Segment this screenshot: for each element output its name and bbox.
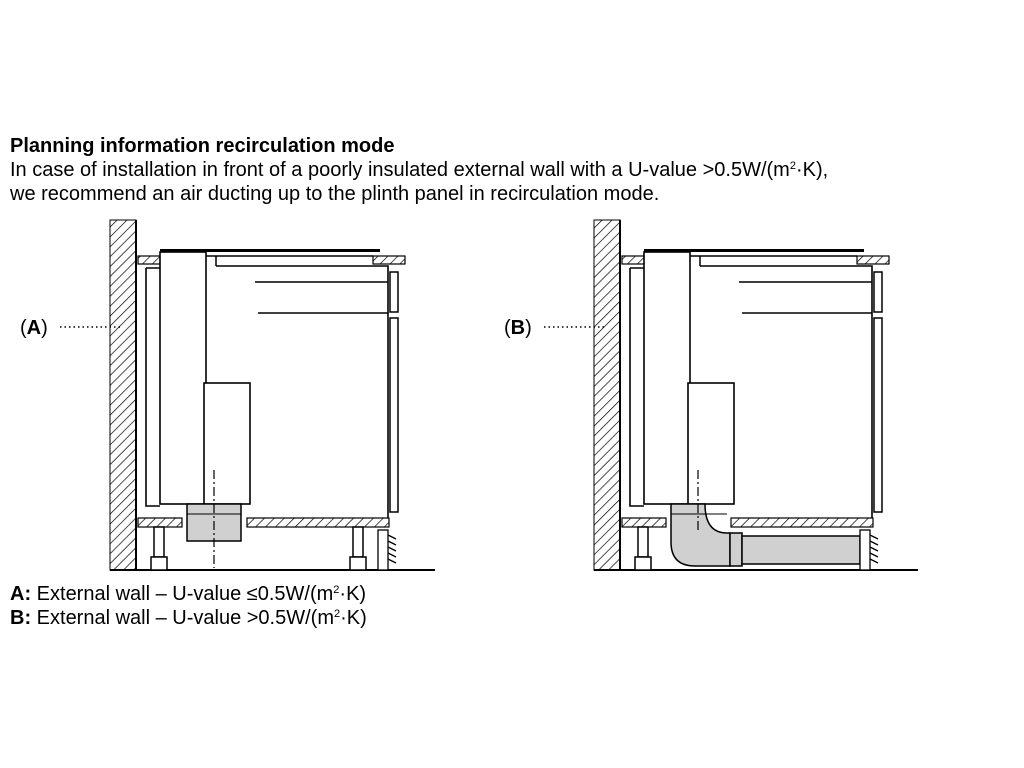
legend-item-a: A: External wall – U-value ≤0.5W/(m2·K) — [10, 582, 366, 606]
callout-b-letter: B — [511, 317, 525, 339]
svg-text:(B): (B) — [504, 317, 532, 339]
legend-end-b: ·K) — [340, 607, 367, 629]
callout-a-open: ( — [20, 317, 27, 339]
intro-paragraph: In case of installation in front of a po… — [10, 158, 828, 206]
intro-line1-text: In case of installation in front of a po… — [10, 159, 790, 181]
callout-a: (A) — [20, 317, 122, 339]
external-wall-b — [593, 219, 621, 571]
legend-item-b: B: External wall – U-value >0.5W/(m2·K) — [10, 606, 367, 630]
intro-line2-text: we recommend an air ducting up to the pl… — [10, 183, 660, 205]
drawer-front-b — [873, 271, 883, 313]
callout-b: (B) — [504, 317, 606, 339]
cabinet-carcass-b — [629, 265, 873, 518]
fan-box-a — [203, 382, 251, 505]
legend-key-a: A: — [10, 583, 32, 605]
callout-b-close: ) — [525, 317, 532, 339]
legend-end-a: ·K) — [339, 583, 367, 605]
cooktop-unit-a — [159, 251, 207, 505]
legend-key-b: B: — [10, 607, 32, 629]
cooktop-unit-b — [643, 251, 691, 505]
cabinet-base-b — [621, 517, 874, 528]
legend-sup-a: 2 — [333, 584, 340, 596]
callout-a-letter: A — [27, 317, 41, 339]
door-front-a — [389, 317, 399, 513]
intro-line1-end: ·K), — [795, 159, 829, 181]
legend-text-a: External wall – U-value ≤0.5W/(m — [31, 583, 334, 605]
plinth-vent-a — [377, 529, 397, 571]
cabinet-leg-b — [634, 526, 652, 571]
drawer-front-a — [389, 271, 399, 313]
cabinet-leg-a — [349, 526, 367, 571]
plinth-duct-b — [670, 503, 861, 567]
legend-sup-b: 2 — [334, 608, 341, 620]
intro-line1-superscript: 2 — [789, 160, 796, 172]
callout-a-close: ) — [41, 317, 48, 339]
door-front-b — [873, 317, 883, 513]
legend-text-b: External wall – U-value >0.5W/(m — [31, 607, 334, 629]
callout-b-open: ( — [504, 317, 511, 339]
cabinet-leg-a — [150, 526, 168, 571]
plinth-vent-b — [859, 529, 879, 571]
fan-box-b — [687, 382, 735, 505]
svg-text:(A): (A) — [20, 317, 48, 339]
page-title: Planning information recirculation mode — [10, 135, 395, 157]
cabinet-carcass-a — [145, 265, 389, 518]
